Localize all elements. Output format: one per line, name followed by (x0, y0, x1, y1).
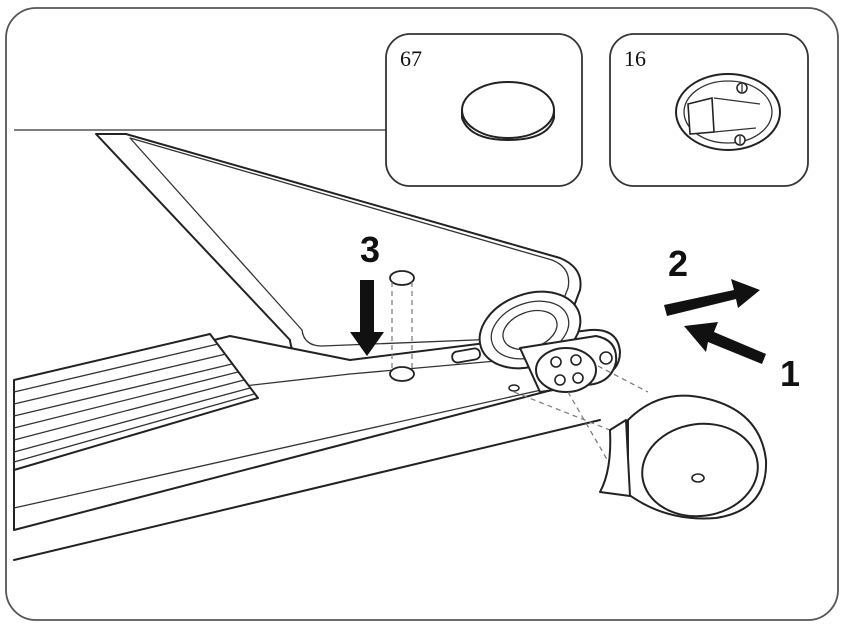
arrow-down-step-3 (350, 280, 384, 356)
cap-hole (389, 366, 415, 382)
arrow-right-step-2 (664, 279, 760, 316)
diagram-frame (5, 7, 839, 621)
rail-slot (451, 347, 481, 364)
end-bracket (519, 335, 618, 393)
bolt-4 (572, 372, 584, 384)
bolt-3 (554, 374, 566, 386)
ribbed-motor-cover (13, 333, 259, 471)
step-number-2: 2 (668, 243, 688, 284)
bracket-hole (599, 351, 613, 365)
part-number-16: 16 (624, 46, 646, 71)
bolt-1 (550, 356, 562, 368)
end-cover-center-hole (691, 473, 705, 483)
end-cover-16-icon (675, 73, 781, 151)
cap-67-icon (461, 81, 555, 142)
step-number-3: 3 (360, 229, 380, 270)
part-number-67: 67 (400, 46, 422, 71)
step-number-1: 1 (780, 353, 800, 394)
rail-hole-small (508, 384, 520, 392)
bolt-2 (570, 354, 582, 366)
end-cover-16 (599, 394, 768, 520)
callout-box-16: 16 (609, 33, 809, 187)
arrow-up-left-step-1 (684, 322, 766, 364)
cap-67-floating (389, 270, 415, 286)
callout-box-67: 67 (385, 33, 583, 187)
